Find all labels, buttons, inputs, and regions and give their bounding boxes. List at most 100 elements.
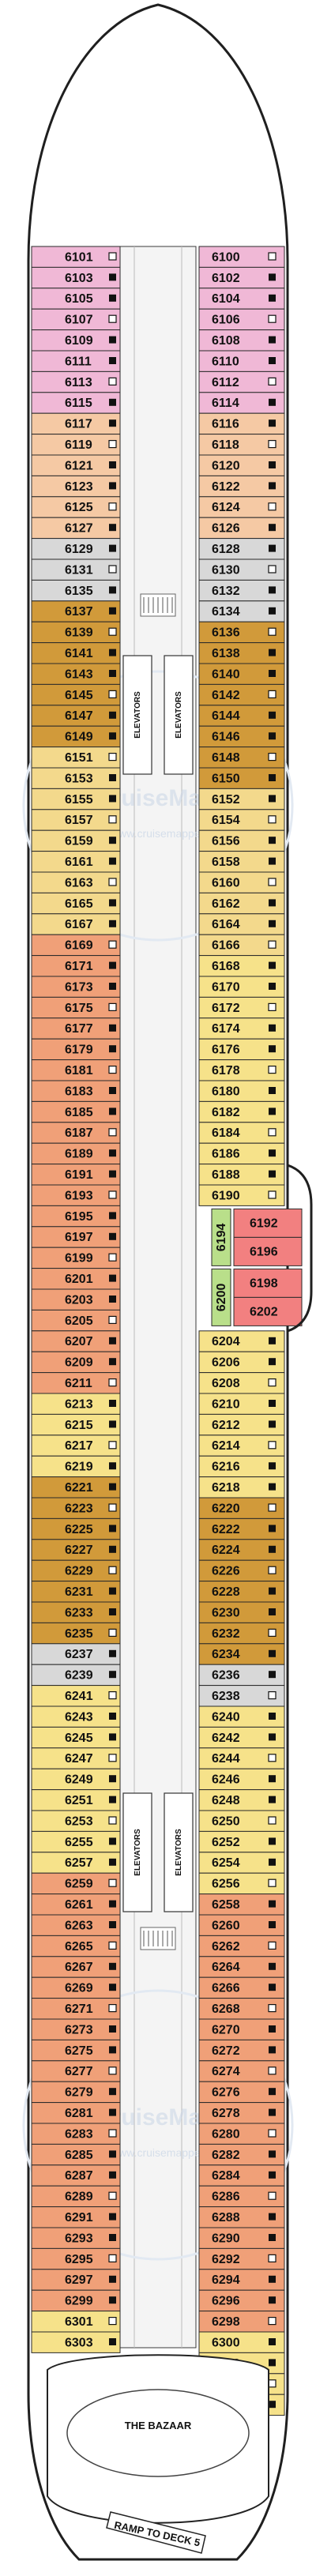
cabin-6244[interactable]: 6244	[198, 1747, 285, 1769]
cabin-6113[interactable]: 6113	[31, 370, 121, 393]
cabin-6141[interactable]: 6141	[31, 642, 121, 664]
cabin-6181[interactable]: 6181	[31, 1059, 121, 1081]
cabin-6188[interactable]: 6188	[198, 1164, 285, 1186]
cabin-6126[interactable]: 6126	[198, 517, 285, 540]
cabin-6276[interactable]: 6276	[198, 2081, 285, 2104]
cabin-6240[interactable]: 6240	[198, 1705, 285, 1728]
cabin-6175[interactable]: 6175	[31, 996, 121, 1019]
suite-6194[interactable]: 6194	[211, 1208, 231, 1266]
cabin-6292[interactable]: 6292	[198, 2247, 285, 2270]
cabin-6152[interactable]: 6152	[198, 788, 285, 810]
cabin-6110[interactable]: 6110	[198, 350, 285, 372]
cabin-6159[interactable]: 6159	[31, 829, 121, 852]
cabin-6109[interactable]: 6109	[31, 329, 121, 352]
cabin-6287[interactable]: 6287	[31, 2164, 121, 2187]
cabin-6107[interactable]: 6107	[31, 308, 121, 331]
cabin-6205[interactable]: 6205	[31, 1309, 121, 1332]
cabin-6250[interactable]: 6250	[198, 1810, 285, 1832]
cabin-6101[interactable]: 6101	[31, 246, 121, 268]
cabin-6279[interactable]: 6279	[31, 2081, 121, 2104]
cabin-6296[interactable]: 6296	[198, 2289, 285, 2312]
cabin-6261[interactable]: 6261	[31, 1893, 121, 1916]
cabin-6259[interactable]: 6259	[31, 1872, 121, 1895]
cabin-6290[interactable]: 6290	[198, 2227, 285, 2249]
cabin-6273[interactable]: 6273	[31, 2018, 121, 2040]
cabin-6253[interactable]: 6253	[31, 1810, 121, 1832]
cabin-6280[interactable]: 6280	[198, 2123, 285, 2145]
cabin-6211[interactable]: 6211	[31, 1372, 121, 1394]
cabin-6148[interactable]: 6148	[198, 746, 285, 769]
cabin-6199[interactable]: 6199	[31, 1247, 121, 1269]
cabin-6233[interactable]: 6233	[31, 1601, 121, 1623]
cabin-6242[interactable]: 6242	[198, 1726, 285, 1749]
cabin-6248[interactable]: 6248	[198, 1789, 285, 1811]
cabin-6230[interactable]: 6230	[198, 1601, 285, 1623]
cabin-6158[interactable]: 6158	[198, 851, 285, 873]
cabin-6108[interactable]: 6108	[198, 329, 285, 352]
cabin-6262[interactable]: 6262	[198, 1935, 285, 1957]
cabin-6254[interactable]: 6254	[198, 1852, 285, 1874]
cabin-6271[interactable]: 6271	[31, 1998, 121, 2020]
cabin-6247[interactable]: 6247	[31, 1747, 121, 1769]
cabin-6118[interactable]: 6118	[198, 434, 285, 456]
cabin-6139[interactable]: 6139	[31, 621, 121, 644]
cabin-6277[interactable]: 6277	[31, 2060, 121, 2082]
cabin-6180[interactable]: 6180	[198, 1080, 285, 1102]
cabin-6209[interactable]: 6209	[31, 1351, 121, 1374]
cabin-6235[interactable]: 6235	[31, 1622, 121, 1645]
cabin-6222[interactable]: 6222	[198, 1517, 285, 1540]
cabin-6136[interactable]: 6136	[198, 621, 285, 644]
cabin-6204[interactable]: 6204	[198, 1330, 285, 1352]
cabin-6274[interactable]: 6274	[198, 2060, 285, 2082]
cabin-6135[interactable]: 6135	[31, 579, 121, 602]
cabin-6128[interactable]: 6128	[198, 538, 285, 560]
cabin-6153[interactable]: 6153	[31, 767, 121, 789]
suite-6192[interactable]: 6192	[233, 1208, 303, 1238]
cabin-6264[interactable]: 6264	[198, 1956, 285, 1978]
cabin-6213[interactable]: 6213	[31, 1393, 121, 1415]
cabin-6234[interactable]: 6234	[198, 1643, 285, 1665]
cabin-6156[interactable]: 6156	[198, 829, 285, 852]
cabin-6125[interactable]: 6125	[31, 496, 121, 518]
cabin-6260[interactable]: 6260	[198, 1914, 285, 1936]
cabin-6218[interactable]: 6218	[198, 1476, 285, 1499]
cabin-6103[interactable]: 6103	[31, 266, 121, 289]
cabin-6268[interactable]: 6268	[198, 1998, 285, 2020]
cabin-6134[interactable]: 6134	[198, 600, 285, 622]
cabin-6216[interactable]: 6216	[198, 1455, 285, 1478]
cabin-6285[interactable]: 6285	[31, 2143, 121, 2166]
cabin-6167[interactable]: 6167	[31, 913, 121, 935]
cabin-6105[interactable]: 6105	[31, 288, 121, 310]
cabin-6129[interactable]: 6129	[31, 538, 121, 560]
cabin-6178[interactable]: 6178	[198, 1059, 285, 1081]
cabin-6214[interactable]: 6214	[198, 1435, 285, 1457]
suite-6202[interactable]: 6202	[233, 1296, 303, 1326]
cabin-6255[interactable]: 6255	[31, 1830, 121, 1853]
cabin-6154[interactable]: 6154	[198, 809, 285, 831]
cabin-6186[interactable]: 6186	[198, 1142, 285, 1165]
cabin-6176[interactable]: 6176	[198, 1038, 285, 1061]
cabin-6143[interactable]: 6143	[31, 663, 121, 685]
cabin-6270[interactable]: 6270	[198, 2018, 285, 2040]
cabin-6127[interactable]: 6127	[31, 517, 121, 540]
cabin-6193[interactable]: 6193	[31, 1184, 121, 1206]
cabin-6151[interactable]: 6151	[31, 746, 121, 769]
cabin-6249[interactable]: 6249	[31, 1768, 121, 1791]
cabin-6212[interactable]: 6212	[198, 1413, 285, 1436]
cabin-6119[interactable]: 6119	[31, 434, 121, 456]
cabin-6185[interactable]: 6185	[31, 1100, 121, 1123]
cabin-6256[interactable]: 6256	[198, 1872, 285, 1895]
cabin-6228[interactable]: 6228	[198, 1581, 285, 1603]
cabin-6144[interactable]: 6144	[198, 705, 285, 727]
cabin-6215[interactable]: 6215	[31, 1413, 121, 1436]
cabin-6162[interactable]: 6162	[198, 892, 285, 915]
cabin-6232[interactable]: 6232	[198, 1622, 285, 1645]
cabin-6224[interactable]: 6224	[198, 1539, 285, 1561]
cabin-6220[interactable]: 6220	[198, 1497, 285, 1519]
cabin-6221[interactable]: 6221	[31, 1476, 121, 1499]
cabin-6169[interactable]: 6169	[31, 934, 121, 957]
cabin-6246[interactable]: 6246	[198, 1768, 285, 1791]
cabin-6257[interactable]: 6257	[31, 1852, 121, 1874]
cabin-6120[interactable]: 6120	[198, 454, 285, 476]
cabin-6172[interactable]: 6172	[198, 996, 285, 1019]
